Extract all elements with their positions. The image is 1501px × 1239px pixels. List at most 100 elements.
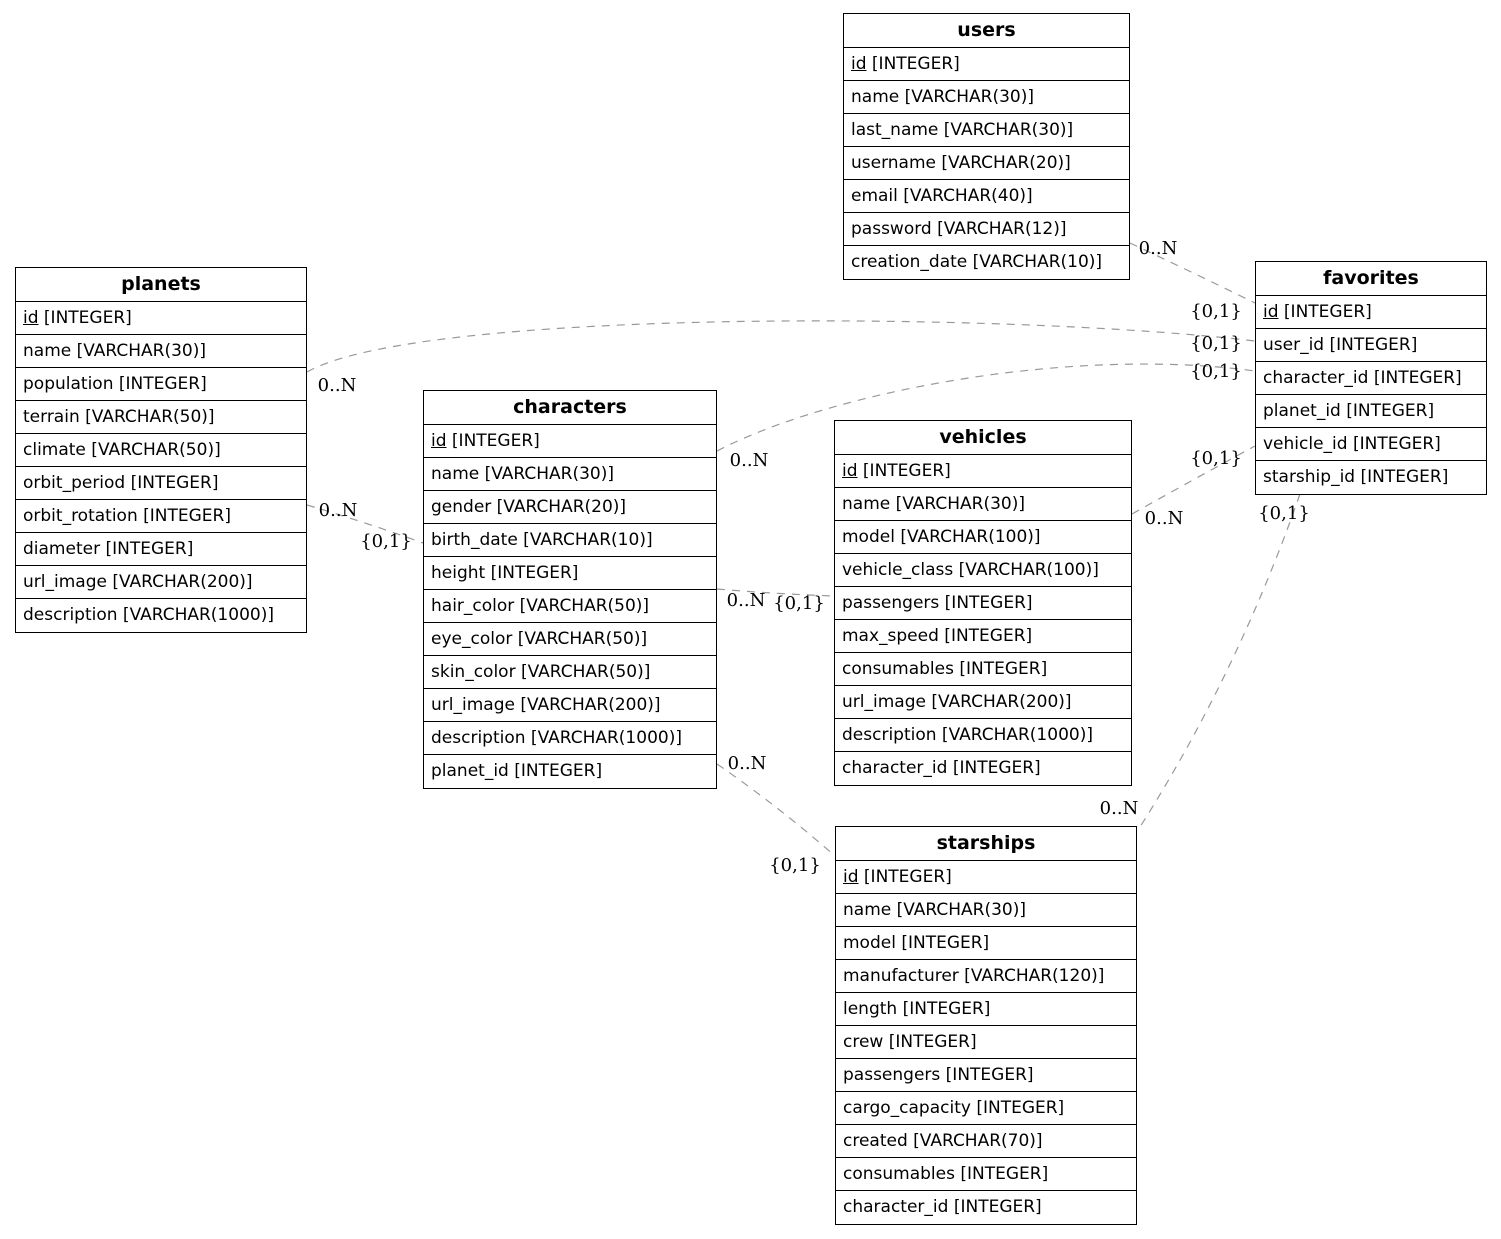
table-column-row: skin_color [VARCHAR(50)] <box>424 656 716 689</box>
primary-key-column-name: id <box>851 54 867 74</box>
column-type: [INTEGER] <box>1278 302 1372 322</box>
primary-key-column-name: id <box>842 461 858 481</box>
column-type: [INTEGER] <box>938 626 1033 646</box>
edge-planets-favorites <box>306 320 1256 373</box>
column-name: crew <box>843 1032 884 1052</box>
table-column-row: cargo_capacity [INTEGER] <box>836 1092 1136 1125</box>
table-column-row: password [VARCHAR(12)] <box>844 213 1129 246</box>
column-type: [INTEGER] <box>508 761 603 781</box>
column-name: cargo_capacity <box>843 1098 971 1118</box>
column-type: [INTEGER] <box>137 506 231 526</box>
table-column-row: climate [VARCHAR(50)] <box>16 434 306 467</box>
cardinality-label: 0..N <box>728 753 767 774</box>
table-vehicles: vehicles id [INTEGER]name [VARCHAR(30)]m… <box>834 420 1132 786</box>
cardinality-label: 0..N <box>727 590 766 611</box>
cardinality-label: 0..N <box>1139 238 1178 259</box>
column-name: description <box>431 728 526 748</box>
table-column-row: id [INTEGER] <box>844 48 1129 81</box>
column-type: [VARCHAR(1000)] <box>525 728 682 748</box>
table-column-row: birth_date [VARCHAR(10)] <box>424 524 716 557</box>
table-title: planets <box>16 268 306 302</box>
primary-key-column-name: id <box>843 867 859 887</box>
table-columns: id [INTEGER]user_id [INTEGER] character_i… <box>1256 296 1486 494</box>
column-type: [INTEGER] <box>1355 467 1449 487</box>
column-name: url_image <box>23 572 107 592</box>
column-name: character_id <box>1263 368 1369 388</box>
column-type: [VARCHAR(1000)] <box>936 725 1093 745</box>
table-column-row: consumables [INTEGER] <box>836 1158 1136 1191</box>
column-type: [VARCHAR(20)] <box>491 497 627 517</box>
cardinality-label: {0,1} <box>360 531 412 552</box>
table-column-row: planet_id [INTEGER] <box>424 755 716 788</box>
column-name: manufacturer <box>843 966 959 986</box>
column-name: passengers <box>843 1065 941 1085</box>
edge-characters-favorites <box>716 363 1256 452</box>
table-title: users <box>844 14 1129 48</box>
column-type: [INTEGER] <box>38 308 132 328</box>
table-column-row: created [VARCHAR(70)] <box>836 1125 1136 1158</box>
table-column-row: email [VARCHAR(40)] <box>844 180 1129 213</box>
primary-key-column-name: id <box>23 308 39 328</box>
column-type: [INTEGER] <box>970 1098 1065 1118</box>
table-columns: id [INTEGER]name [VARCHAR(30)]last_name … <box>844 48 1129 279</box>
column-type: [VARCHAR(200)] <box>106 572 253 592</box>
column-type: [VARCHAR(10)] <box>967 252 1103 272</box>
table-column-row: passengers [INTEGER] <box>836 1059 1136 1092</box>
column-type: [VARCHAR(30)] <box>938 120 1074 140</box>
cardinality-label: 0..N <box>730 450 769 471</box>
column-name: description <box>842 725 937 745</box>
table-column-row: name [VARCHAR(30)] <box>835 488 1131 521</box>
table-column-row: gender [VARCHAR(20)] <box>424 491 716 524</box>
table-column-row: model [VARCHAR(100)] <box>835 521 1131 554</box>
table-column-row: eye_color [VARCHAR(50)] <box>424 623 716 656</box>
table-column-row: id [INTEGER] <box>835 455 1131 488</box>
table-column-row: planet_id [INTEGER] <box>1256 395 1486 428</box>
table-starships: starships id [INTEGER]name [VARCHAR(30)]… <box>835 826 1137 1225</box>
edge-users-favorites <box>1129 242 1256 304</box>
table-column-row: username [VARCHAR(20)] <box>844 147 1129 180</box>
column-name: url_image <box>431 695 515 715</box>
column-type: [VARCHAR(120)] <box>958 966 1105 986</box>
column-type: [INTEGER] <box>1347 434 1441 454</box>
column-name: created <box>843 1131 908 1151</box>
column-name: length <box>843 999 898 1019</box>
column-type: [VARCHAR(50)] <box>515 662 651 682</box>
column-type: [INTEGER] <box>857 461 951 481</box>
cardinality-label: {0,1} <box>1190 301 1242 322</box>
column-type: [INTEGER] <box>446 431 540 451</box>
column-name: password <box>851 219 932 239</box>
table-favorites: favorites id [INTEGER]user_id [INTEGER] c… <box>1255 261 1487 495</box>
column-name: starship_id <box>1263 467 1356 487</box>
column-type: [VARCHAR(200)] <box>514 695 661 715</box>
column-name: planet_id <box>431 761 509 781</box>
column-type: [VARCHAR(30)] <box>890 494 1026 514</box>
table-column-row: description [VARCHAR(1000)] <box>835 719 1131 752</box>
table-column-row: passengers [INTEGER] <box>835 587 1131 620</box>
table-column-row: id [INTEGER] <box>16 302 306 335</box>
column-type: [INTEGER] <box>954 1164 1049 1184</box>
column-name: character_id <box>842 758 948 778</box>
edge-characters-starships <box>716 763 836 857</box>
table-column-row: user_id [INTEGER] <box>1256 329 1486 362</box>
table-column-row: description [VARCHAR(1000)] <box>424 722 716 755</box>
table-column-row: max_speed [INTEGER] <box>835 620 1131 653</box>
column-type: [INTEGER] <box>1324 335 1418 355</box>
column-type: [INTEGER] <box>939 593 1033 613</box>
column-type: [VARCHAR(50)] <box>85 440 221 460</box>
column-name: model <box>843 933 896 953</box>
table-column-row: url_image [VARCHAR(200)] <box>16 566 306 599</box>
column-type: [VARCHAR(10)] <box>517 530 653 550</box>
column-type: [INTEGER] <box>113 374 207 394</box>
column-name: skin_color <box>431 662 516 682</box>
table-title: favorites <box>1256 262 1486 296</box>
column-name: name <box>842 494 891 514</box>
column-name: vehicle_class <box>842 560 954 580</box>
column-name: climate <box>23 440 86 460</box>
column-name: name <box>851 87 900 107</box>
table-column-row: hair_color [VARCHAR(50)] <box>424 590 716 623</box>
table-column-row: manufacturer [VARCHAR(120)] <box>836 960 1136 993</box>
table-column-row: model [INTEGER] <box>836 927 1136 960</box>
column-name: url_image <box>842 692 926 712</box>
table-column-row: id [INTEGER] <box>1256 296 1486 329</box>
